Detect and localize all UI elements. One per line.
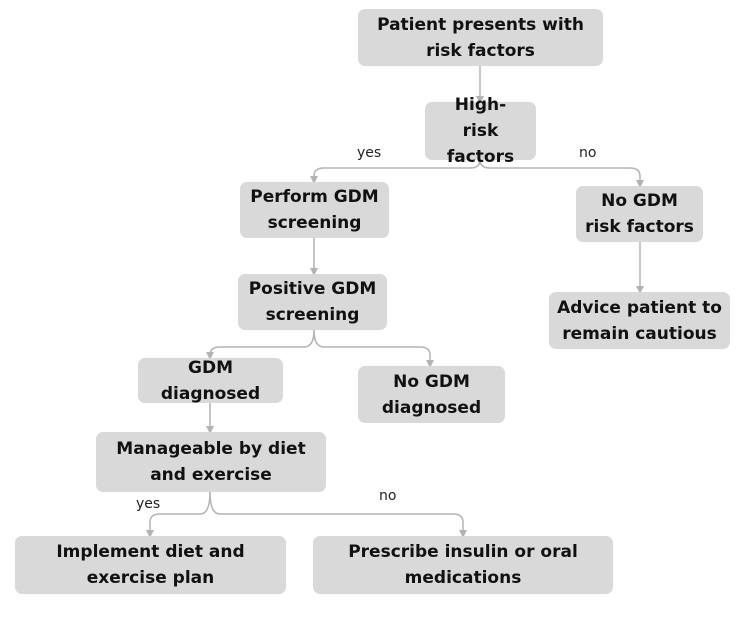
- edge-label-manage-no: no: [379, 488, 397, 504]
- connector-positive-to-not-diagnosed: [313, 329, 434, 368]
- node-perform-screening: Perform GDM screening: [240, 182, 389, 238]
- connector-manageable-to-diet: [146, 491, 211, 538]
- connector-high-risk-to-no-risk: [479, 159, 644, 188]
- node-no-gdm-diagnosed: No GDM diagnosed: [358, 366, 505, 423]
- connector-positive-to-diagnosed: [206, 329, 315, 360]
- edge-label-manage-yes: yes: [136, 496, 161, 512]
- edge-label-risk-yes: yes: [357, 145, 382, 161]
- node-manageable: Manageable by diet and exercise: [96, 432, 326, 492]
- node-patient-presents: Patient presents with risk factors: [358, 9, 603, 66]
- node-diet-exercise-plan: Implement diet and exercise plan: [15, 536, 286, 594]
- connector-manageable-to-insulin: [209, 491, 467, 538]
- connector-high-risk-to-screening: [310, 159, 481, 184]
- node-advice-cautious: Advice patient to remain cautious: [549, 292, 730, 349]
- edge-label-risk-no: no: [579, 145, 597, 161]
- node-gdm-diagnosed: GDM diagnosed: [138, 358, 283, 404]
- node-no-risk-factors: No GDM risk factors: [576, 186, 703, 242]
- node-positive-screening: Positive GDM screening: [238, 274, 387, 330]
- node-high-risk-factors: High-risk factors: [425, 95, 536, 167]
- node-prescribe-insulin: Prescribe insulin or oral medications: [313, 536, 613, 594]
